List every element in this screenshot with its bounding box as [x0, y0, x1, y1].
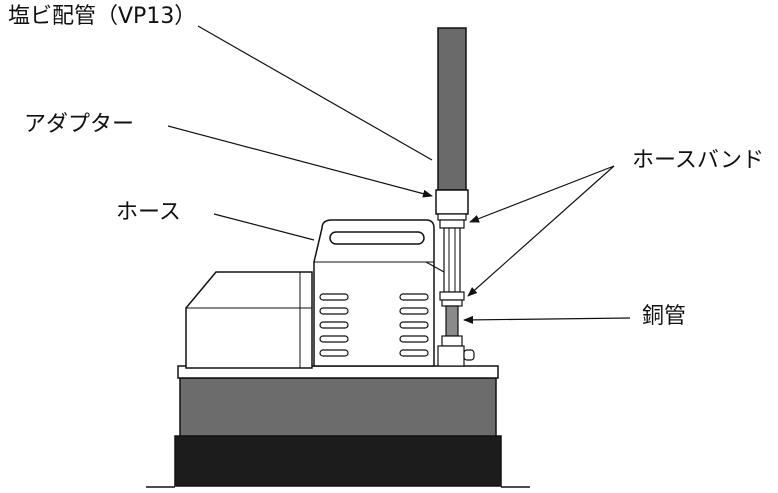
hose-band-upper — [437, 213, 467, 221]
vent-slot — [319, 293, 349, 301]
base-middle-block — [179, 377, 497, 437]
motor-box — [185, 271, 313, 369]
leader-copper-pipe — [463, 315, 631, 324]
hose-band-lower — [439, 291, 465, 301]
vent-slot — [399, 293, 429, 301]
adapter — [435, 189, 469, 215]
vent-slot — [399, 349, 429, 357]
label-adapter: アダプター — [24, 112, 135, 137]
leader-adapter — [167, 125, 433, 198]
hose-band-lower-collar — [441, 299, 463, 307]
label-hose: ホース — [116, 200, 181, 225]
leader-hose-a — [213, 213, 315, 241]
valve-fitting — [437, 335, 475, 367]
copper-pipe — [445, 305, 459, 337]
leader-pvc-pipe — [197, 25, 433, 161]
cover-top-slot — [329, 231, 425, 245]
pvc-pipe — [437, 27, 467, 191]
foundation — [146, 365, 530, 488]
label-hose-band: ホースバンド — [632, 148, 765, 173]
leader-hose-b — [425, 261, 445, 273]
vent-slot — [319, 307, 349, 315]
base-bottom-block — [174, 435, 502, 487]
vent-slot — [319, 349, 349, 357]
hose — [443, 227, 461, 293]
vent-slot — [319, 321, 349, 329]
label-pvc-pipe: 塩ビ配管（VP13） — [8, 4, 197, 29]
vent-slot — [319, 335, 349, 343]
vent-slot — [399, 335, 429, 343]
pump-cover — [313, 219, 435, 367]
hose-band-upper-collar — [439, 219, 465, 229]
vent-slot — [399, 321, 429, 329]
vent-slot — [399, 307, 429, 315]
label-copper-pipe: 銅管 — [642, 304, 687, 329]
leader-hose-band-lower — [467, 165, 615, 297]
leader-hose-band-upper — [469, 165, 615, 223]
